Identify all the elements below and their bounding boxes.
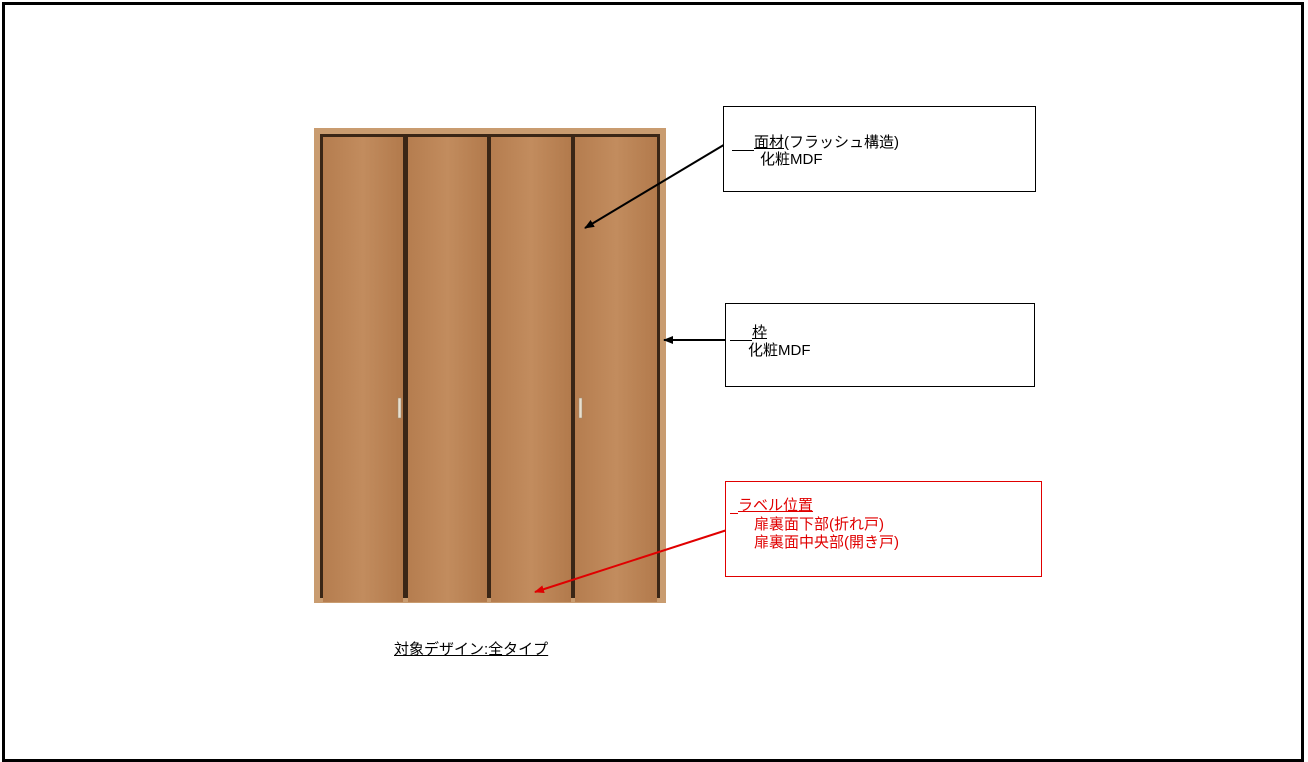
door-handle-right xyxy=(578,397,583,419)
label-position-line-1: 扉裏面下部(折れ戸) xyxy=(754,516,884,533)
face-material-title: 面材(フラッシュ構造) xyxy=(732,134,899,151)
leader-arrows xyxy=(534,142,728,594)
frame-material-value: 化粧MDF xyxy=(748,342,811,359)
door-panel-3 xyxy=(491,137,571,602)
label-position-line-2: 扉裏面中央部(開き戸) xyxy=(754,534,899,551)
face-material-arrow-icon xyxy=(584,142,728,229)
frame-title: 枠 xyxy=(730,324,767,341)
target-design-caption: 対象デザイン:全タイプ xyxy=(394,641,549,658)
folding-door-graphic xyxy=(314,128,666,603)
face-material-value: 化粧MDF xyxy=(760,151,823,168)
door-panel-4 xyxy=(575,137,657,602)
label-position-arrow-icon xyxy=(534,529,728,594)
frame-callout: 枠 化粧MDF xyxy=(725,303,1035,387)
door-handle-left xyxy=(397,397,402,419)
door-panel-2 xyxy=(408,137,487,602)
label-position-callout: ラベル位置 扉裏面下部(折れ戸) 扉裏面中央部(開き戸) xyxy=(725,481,1042,577)
face-material-callout: 面材(フラッシュ構造) 化粧MDF xyxy=(723,106,1036,192)
label-position-title: ラベル位置 xyxy=(730,497,813,514)
door-illustration xyxy=(314,128,666,603)
door-panel-1 xyxy=(323,137,403,602)
